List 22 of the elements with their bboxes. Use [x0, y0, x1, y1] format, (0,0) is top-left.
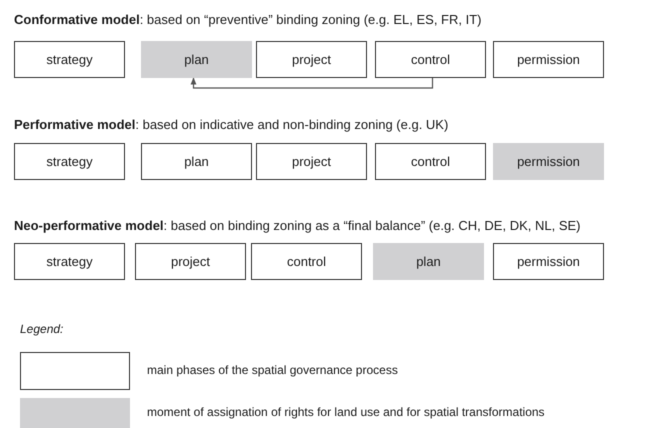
phase-box: control [375, 143, 486, 180]
phase-box: strategy [14, 143, 125, 180]
phase-box: plan [141, 143, 252, 180]
phase-box: control [251, 243, 362, 280]
legend-text: main phases of the spatial governance process [147, 363, 398, 377]
model-heading: Performative model: based on indicative and non-binding zoning (e.g. UK) [14, 117, 448, 132]
phase-box: permission [493, 41, 604, 78]
legend-heading: Legend: [20, 322, 64, 336]
phase-box: permission [493, 243, 604, 280]
phase-box: permission [493, 143, 604, 180]
phase-box: project [256, 143, 367, 180]
phase-box: strategy [14, 243, 125, 280]
arrow [190, 77, 434, 89]
model-heading: Neo-performative model: based on binding zoning as a “final balance” (e.g. CH, DE, DK, NL, SE) [14, 218, 580, 233]
phase-box: project [256, 41, 367, 78]
phase-box: plan [373, 243, 484, 280]
phase-box: strategy [14, 41, 125, 78]
phase-box: control [375, 41, 486, 78]
model-heading: Conformative model: based on “preventive” binding zoning (e.g. EL, ES, FR, IT) [14, 12, 482, 27]
legend-text: moment of assignation of rights for land use and for spatial transformations [147, 405, 545, 419]
phase-box: plan [141, 41, 252, 78]
phase-box: project [135, 243, 246, 280]
